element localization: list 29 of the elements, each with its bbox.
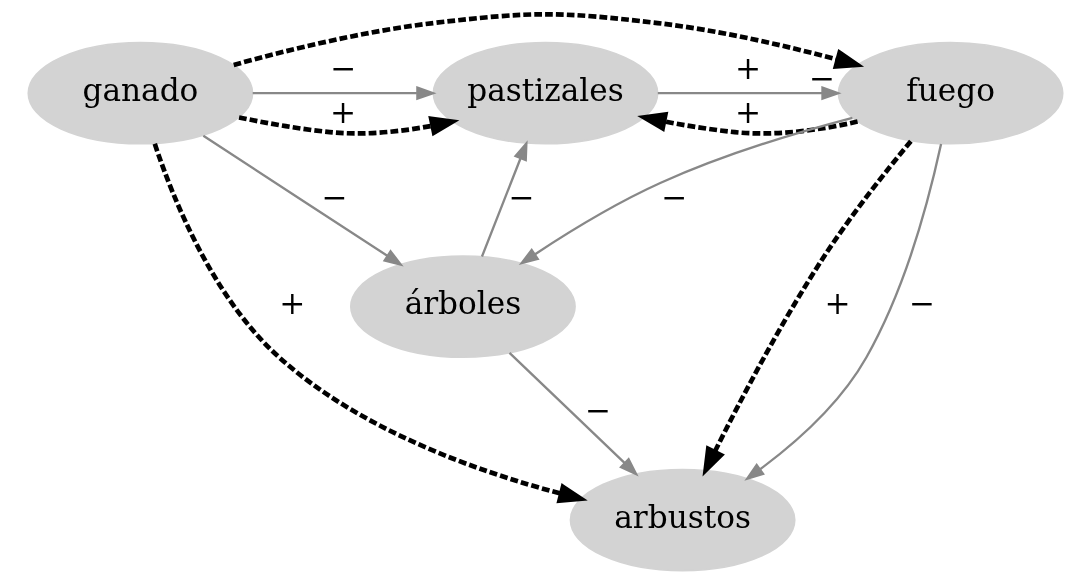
arrow (657, 86, 842, 101)
node-ellipse: árboles (349, 255, 576, 359)
edge-label: + (329, 93, 357, 130)
arrow (637, 111, 859, 136)
edge-label: + (734, 93, 762, 130)
edge-label: − (584, 392, 611, 429)
arrow (480, 140, 528, 257)
arrow (202, 134, 404, 267)
node-ellipse: ganado (27, 41, 254, 145)
edge-label: − (908, 285, 935, 322)
edge-label: + (279, 285, 306, 322)
edge-label: + (824, 285, 851, 322)
edge-label: − (329, 50, 357, 87)
node-ellipse: fuego (837, 41, 1064, 145)
edge-label: − (321, 178, 348, 215)
arrow (702, 139, 913, 477)
edge-label: − (508, 178, 535, 215)
node-ellipse: pastizales (432, 41, 659, 145)
arrow (233, 11, 865, 69)
edge-label: − (660, 178, 688, 215)
node-ellipse: arbustos (569, 468, 796, 572)
arrow (238, 115, 460, 137)
arrow (744, 143, 943, 481)
arrow (152, 143, 588, 504)
edge-label: + (734, 50, 762, 87)
arrow (518, 116, 853, 266)
arrow (508, 351, 639, 477)
arrow (252, 86, 437, 101)
edge-label: − (808, 60, 835, 97)
